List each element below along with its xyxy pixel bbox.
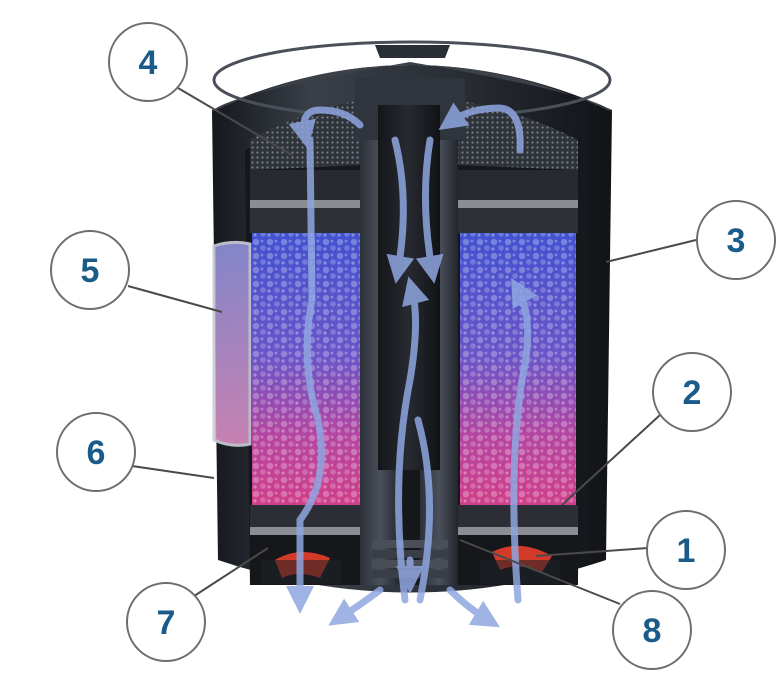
callout-8-label: 8	[643, 612, 662, 650]
inner-wall-left	[360, 135, 400, 585]
flow-left-resin	[286, 136, 325, 614]
leader-4	[177, 87, 293, 156]
filter-pad-left-1	[250, 170, 362, 200]
callout-8: 8	[612, 590, 692, 670]
callout-3: 3	[696, 200, 776, 280]
flow-right-up	[510, 277, 538, 604]
callout-2-label: 2	[683, 374, 702, 412]
callout-7: 7	[126, 582, 206, 662]
filter-pad-right-3	[458, 208, 578, 233]
filter-pad-left-2	[250, 200, 362, 208]
callout-6-label: 6	[87, 434, 106, 472]
flow-core-top-down	[386, 136, 415, 284]
callout-6: 6	[56, 412, 136, 492]
flow-left-down	[288, 106, 364, 149]
callout-2: 2	[652, 352, 732, 432]
callout-7-label: 7	[157, 604, 176, 642]
level-window	[212, 240, 252, 447]
filter-pad-left-3	[250, 208, 362, 233]
callout-4: 4	[108, 22, 188, 102]
resin-bed-right-beads	[460, 233, 576, 505]
leader-6	[131, 465, 215, 479]
leader-1	[535, 547, 649, 557]
bottom-mesh-right-strip	[458, 527, 578, 535]
callout-3-label: 3	[727, 222, 746, 260]
leader-8	[459, 539, 621, 605]
filter-pad-right-1	[458, 170, 578, 200]
flow-right-top	[438, 102, 524, 154]
bottom-mesh-right	[458, 505, 578, 527]
filter-pad-right-2	[458, 200, 578, 208]
callout-1: 1	[646, 510, 726, 590]
flow-core-up-left	[395, 276, 430, 604]
leader-7	[187, 547, 269, 601]
flow-exit-right	[446, 586, 501, 628]
callout-4-label: 4	[139, 44, 158, 82]
leader-lines	[127, 87, 697, 605]
top-distributor	[355, 78, 465, 140]
leader-2	[561, 414, 661, 506]
callouts: 4 3 5 2 6 1 7 8	[50, 22, 776, 670]
flow-core-up-right	[414, 416, 433, 604]
bottom-mesh-left-strip	[250, 527, 362, 535]
leader-3	[605, 239, 697, 263]
flow-arrows	[286, 102, 538, 628]
callout-1-label: 1	[677, 532, 696, 570]
callout-5: 5	[50, 230, 130, 310]
callout-5-label: 5	[81, 252, 100, 290]
leader-5	[127, 285, 223, 313]
flow-core-top-down2	[415, 136, 444, 284]
flow-exit-left	[328, 586, 384, 626]
lid-notch	[375, 45, 450, 58]
